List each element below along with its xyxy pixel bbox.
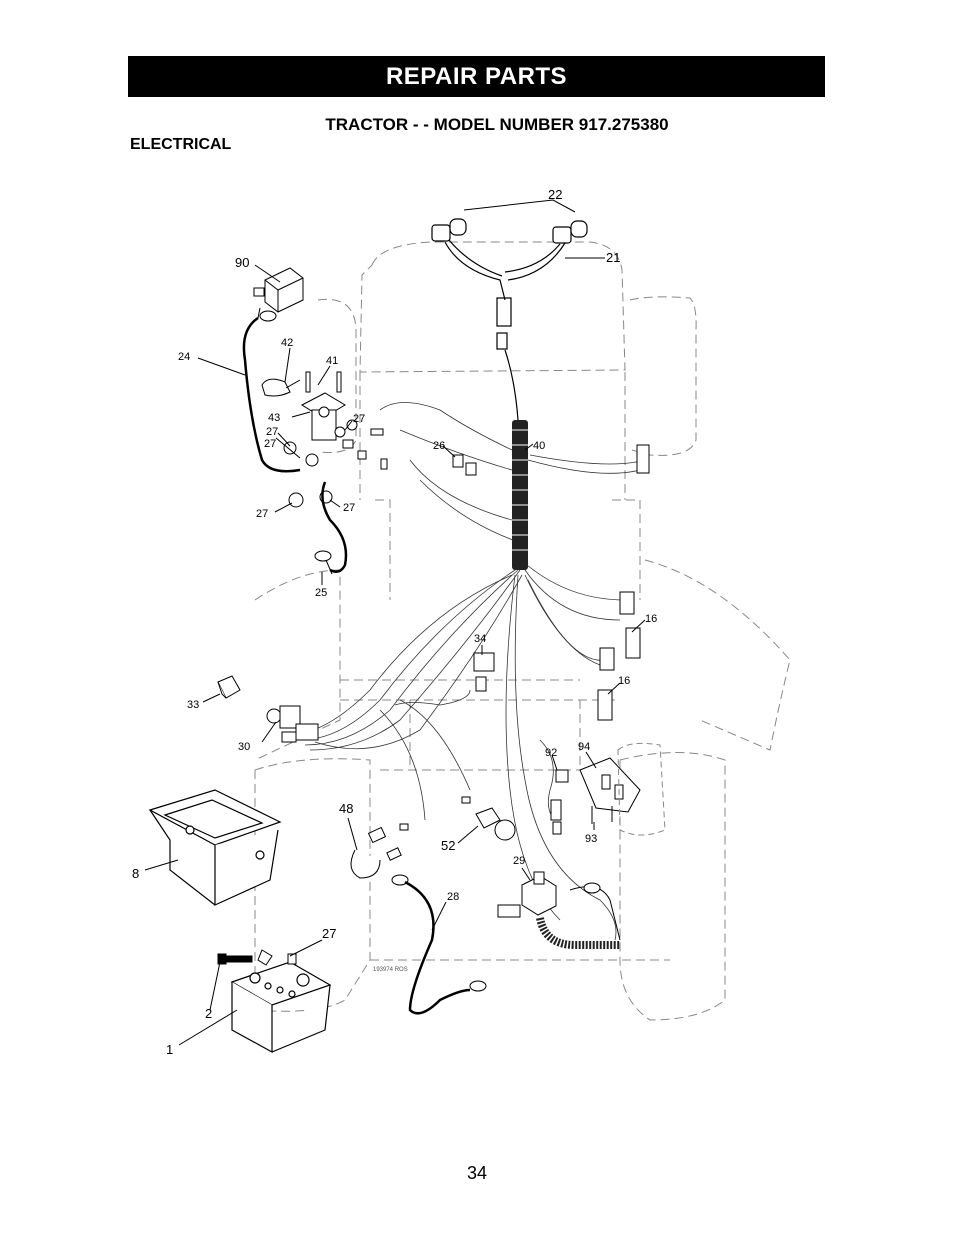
battery-1: [230, 961, 332, 1054]
ignition-switch-30: [266, 705, 319, 743]
callout-43: 43: [268, 412, 280, 424]
callout-27-c: 27: [353, 413, 365, 425]
leader-lines: [144, 199, 646, 1046]
callout-29: 29: [513, 855, 525, 867]
callout-34: 34: [474, 633, 486, 645]
callout-27-d: 27: [256, 508, 268, 520]
callout-41: 41: [326, 355, 338, 367]
pto-switch-29: [497, 871, 557, 918]
section-title: ELECTRICAL: [130, 136, 232, 153]
solenoid-90: [253, 267, 304, 313]
callout-25: 25: [315, 587, 327, 599]
callout-52: 52: [441, 838, 455, 853]
callout-90: 90: [235, 255, 249, 270]
callout-26: 26: [433, 440, 445, 452]
callout-33: 33: [187, 699, 199, 711]
seat-switch-33: [217, 675, 241, 699]
callout-27-e: 27: [343, 502, 355, 514]
model-subtitle: TRACTOR - - MODEL NUMBER 917.275380: [325, 115, 669, 134]
callout-24: 24: [178, 351, 190, 363]
tractor-outline: [254, 241, 791, 1021]
callout-21: 21: [606, 250, 620, 265]
callout-27-a: 27: [266, 426, 278, 438]
callout-16-b: 16: [618, 675, 630, 687]
cable-25: [314, 481, 348, 575]
harness-coil: [512, 420, 528, 570]
callout-30: 30: [238, 741, 250, 753]
callout-2: 2: [205, 1006, 212, 1021]
pedal-outline: [617, 742, 666, 836]
callout-8: 8: [132, 866, 139, 881]
callout-28: 28: [447, 891, 459, 903]
page-number: 34: [466, 1163, 488, 1183]
callout-92: 92: [545, 747, 557, 759]
callout-27-f: 27: [322, 926, 336, 941]
callout-48: 48: [339, 801, 353, 816]
relay-52: [475, 807, 516, 841]
callout-42: 42: [281, 337, 293, 349]
connectors: [452, 444, 650, 721]
callout-22: 22: [548, 187, 562, 202]
harness-wires: [294, 402, 646, 941]
callout-94: 94: [578, 741, 590, 753]
callout-27-b: 27: [264, 438, 276, 450]
fuse-holder-48: [350, 796, 471, 879]
battery-cable-24: [242, 307, 301, 473]
callout-93: 93: [585, 833, 597, 845]
reverse-switch-94: [550, 757, 641, 835]
solenoid-assembly: [261, 371, 388, 508]
callout-40: 40: [533, 440, 545, 452]
cable-28: [391, 874, 487, 1015]
callout-16-a: 16: [645, 613, 657, 625]
repair-parts-banner: REPAIR PARTS: [128, 56, 825, 97]
headlight-harness: [431, 218, 588, 421]
coiled-harness: [536, 882, 621, 949]
callouts: 22 21 90 42 41 24 43 27 27 27 26 40 27 2…: [132, 187, 657, 1057]
drawing-number: 193974 ROS: [373, 967, 408, 973]
battery-box-8: [148, 789, 282, 906]
callout-1: 1: [166, 1042, 173, 1057]
battery-bolt-2: [217, 949, 297, 966]
